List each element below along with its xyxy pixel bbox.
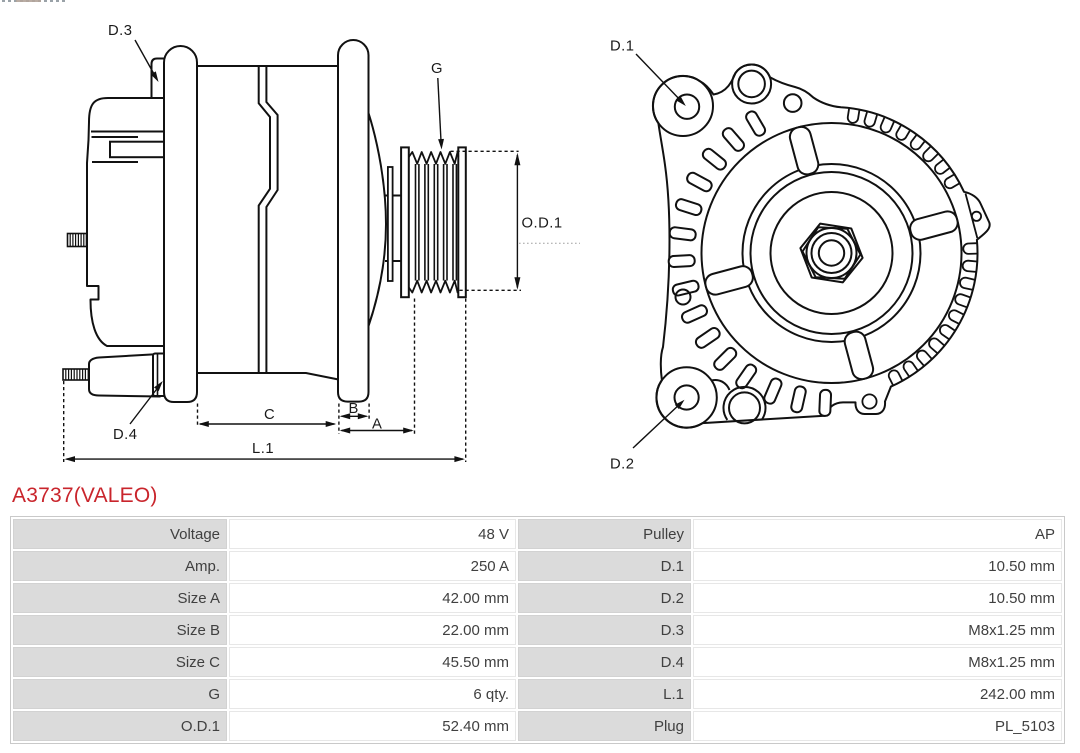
svg-text:O.D.1: O.D.1	[522, 216, 563, 232]
svg-text:D.3: D.3	[108, 23, 133, 39]
svg-text:C: C	[264, 407, 275, 423]
svg-text:A: A	[372, 417, 382, 433]
svg-text:D.1: D.1	[610, 39, 635, 55]
svg-text:D.4: D.4	[113, 427, 138, 443]
svg-text:B: B	[349, 401, 359, 417]
svg-text:D.2: D.2	[610, 457, 635, 473]
svg-text:G: G	[431, 61, 443, 77]
svg-text:L.1: L.1	[252, 441, 274, 457]
